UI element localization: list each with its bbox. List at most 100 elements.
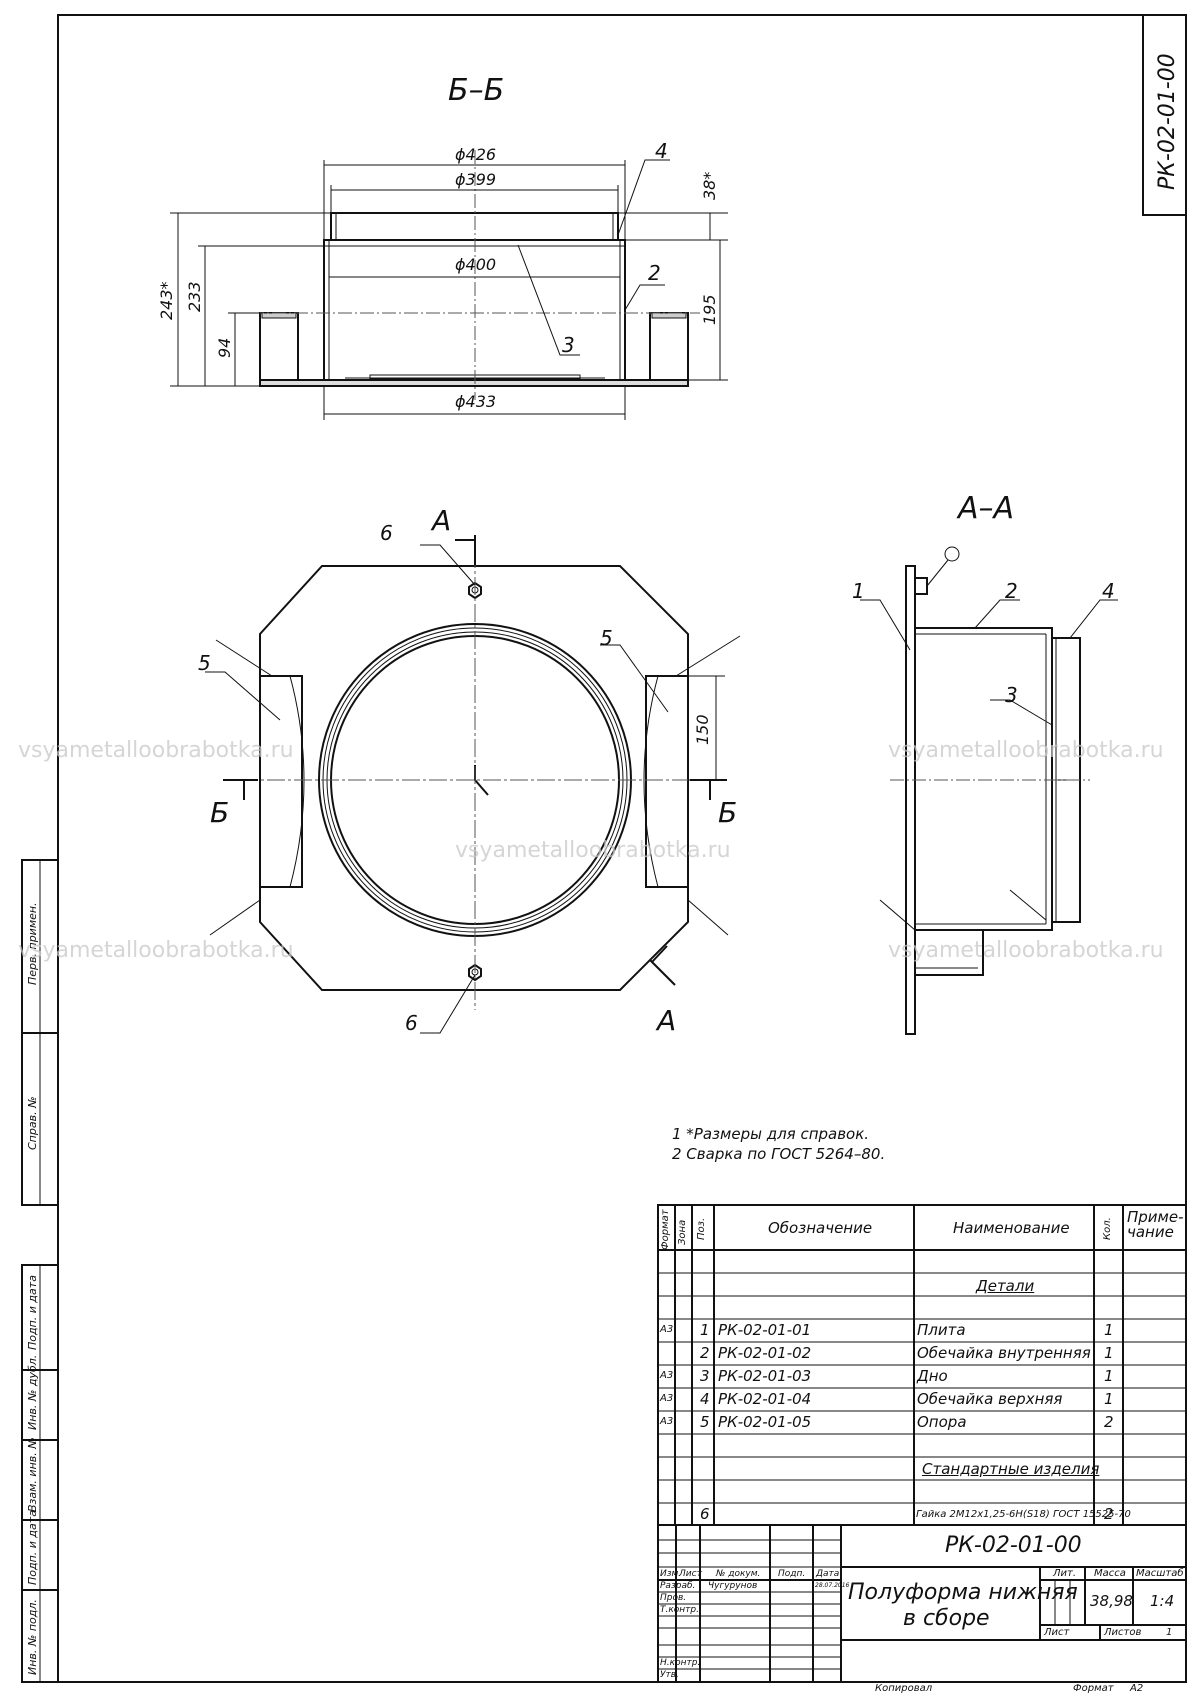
tb-label-masshtab: Масштаб — [1136, 1568, 1184, 1579]
tb-format-label: Формат — [1073, 1683, 1114, 1694]
spec-row-pos: 5 — [700, 1413, 710, 1431]
title-block-grid — [657, 1524, 1187, 1683]
tb-label-ndoc: № докум. — [716, 1569, 761, 1579]
spec-row-qty: 1 — [1104, 1344, 1114, 1362]
spec-row-name: Дно — [917, 1367, 948, 1385]
callout-aa-2: 2 — [1005, 579, 1018, 603]
section-aa-leaders — [860, 599, 1118, 931]
dim-h195: 195 — [700, 294, 719, 325]
watermark: vsyametalloobrabotka.ru — [18, 738, 294, 763]
callout-aa-3: 3 — [1005, 683, 1018, 707]
dim-d433: ϕ433 — [455, 392, 496, 411]
spec-row-name: Опора — [917, 1413, 967, 1431]
spec-row-designation: РК-02-01-03 — [718, 1367, 812, 1385]
spec-header-note: Приме- чание — [1127, 1208, 1184, 1241]
callout-aa-4: 4 — [1102, 579, 1115, 603]
plan-view-labels: А А Б Б 150 6 6 5 5 — [198, 504, 737, 1037]
strip-label-vzam: Взам. инв. № — [26, 1437, 39, 1512]
spec-header-pos: Поз. — [696, 1217, 707, 1240]
plan-view-centerlines — [240, 550, 710, 1010]
dim-d399: ϕ399 — [455, 170, 496, 189]
cut-b-left: Б — [210, 796, 229, 829]
note-2: 2 Сварка по ГОСТ 5264–80. — [672, 1145, 886, 1163]
tb-mass: 38,98 — [1090, 1592, 1133, 1610]
dim-h233: 233 — [185, 281, 204, 312]
corner-code: РК-02-01-00 — [1155, 53, 1180, 190]
tb-copied: Копировал — [875, 1683, 933, 1694]
cut-a-bottom: А — [655, 1004, 676, 1037]
spec-section-parts: Детали — [976, 1277, 1035, 1295]
section-bb-dimensions — [170, 159, 728, 420]
plan-view-leaders — [205, 544, 741, 1034]
strip-label-podl: Инв. № подл. — [26, 1599, 39, 1675]
spec-header-zone: Зона — [677, 1219, 688, 1245]
section-aa-labels: А–А 1 2 3 4 — [852, 491, 1115, 707]
spec-row-designation: РК-02-01-01 — [718, 1321, 812, 1339]
spec-row-name: Обечайка внутренняя — [917, 1344, 1091, 1362]
spec-standard-name: Гайка 2М12х1,25-6Н(S18) ГОСТ 15525-70 — [916, 1509, 1131, 1520]
dim-h243: 243* — [157, 281, 176, 320]
callout-bb-2: 2 — [648, 261, 661, 285]
title-block-title-1: Полуформа нижняя — [848, 1580, 1078, 1605]
spec-row-qty: 1 — [1104, 1321, 1114, 1339]
dim-d426: ϕ426 — [455, 145, 496, 164]
cut-b-right: Б — [718, 796, 737, 829]
left-strip — [21, 859, 59, 1683]
tb-label-izm: Изм. — [660, 1569, 682, 1579]
spec-row-designation: РК-02-01-02 — [718, 1344, 812, 1362]
strip-label-dubl: Инв. № дубл. — [26, 1355, 39, 1430]
left-strip-labels: Перв. примен. Справ. № Подп. и дата Инв.… — [26, 902, 39, 1675]
strip-label-perv: Перв. примен. — [26, 902, 39, 985]
dim-d400: ϕ400 — [455, 255, 496, 274]
dim-h38: 38* — [700, 172, 719, 200]
section-bb-title: Б–Б — [448, 73, 504, 108]
spec-header-qty: Кол. — [1102, 1217, 1113, 1240]
watermark: vsyametalloobrabotka.ru — [888, 938, 1164, 963]
tb-label-utv: Утв. — [660, 1670, 679, 1680]
callout-aa-1: 1 — [852, 579, 865, 603]
tb-author: Чугурунов — [708, 1581, 758, 1591]
callout-plan-5-right: 5 — [600, 626, 613, 650]
strip-label-podp1: Подп. и дата — [26, 1275, 39, 1350]
note-1: 1 *Размеры для справок. — [672, 1125, 870, 1143]
spec-standard-pos: 6 — [700, 1505, 710, 1523]
spec-row-qty: 2 — [1104, 1413, 1114, 1431]
dim-h94: 94 — [215, 338, 234, 358]
tb-label-razrab: Разраб. — [660, 1581, 696, 1591]
spec-row-qty: 1 — [1104, 1367, 1114, 1385]
spec-row-name: Плита — [917, 1321, 966, 1339]
corner-code-box — [1142, 14, 1187, 216]
spec-row-pos: 4 — [700, 1390, 710, 1408]
title-block-rows — [658, 1539, 1071, 1670]
spec-row-format: А3 — [660, 1324, 674, 1335]
spec-row-pos: 2 — [700, 1344, 710, 1362]
spec-row-pos: 1 — [700, 1321, 710, 1339]
spec-row-qty: 1 — [1104, 1390, 1114, 1408]
section-bb-centerlines — [250, 150, 700, 400]
title-block-title-2: в сборе — [903, 1606, 990, 1631]
callout-plan-5-left: 5 — [198, 651, 211, 675]
strip-label-podp2: Подп. и дата — [26, 1510, 39, 1585]
tb-format-value: А2 — [1130, 1683, 1144, 1694]
spec-row-name: Обечайка верхняя — [917, 1390, 1063, 1408]
spec-row-designation: РК-02-01-04 — [718, 1390, 812, 1408]
callout-bb-4: 4 — [655, 139, 668, 163]
strip-label-sprav: Справ. № — [26, 1096, 39, 1150]
spec-header-name: Наименование — [953, 1219, 1070, 1237]
plan-view — [259, 565, 689, 991]
tb-label-list: Лист — [679, 1569, 702, 1579]
tb-label-tkontr: Т.контр. — [660, 1605, 700, 1615]
spec-table-rows — [658, 1272, 1186, 1504]
spec-row-pos: 3 — [700, 1367, 710, 1385]
sheet-frame — [57, 14, 1187, 1683]
spec-row-format: А3 — [660, 1393, 674, 1404]
watermark: vsyametalloobrabotka.ru — [18, 938, 294, 963]
tb-date: 28.07.2016 — [815, 1582, 850, 1589]
spec-header-designation: Обозначение — [768, 1219, 873, 1237]
watermark: vsyametalloobrabotka.ru — [455, 838, 731, 863]
spec-section-standard: Стандартные изделия — [922, 1460, 1100, 1478]
section-bb-labels: Б–Б ϕ426 ϕ399 ϕ400 ϕ433 38* 195 243* 233… — [157, 73, 719, 411]
tb-label-lit: Лит. — [1053, 1568, 1077, 1579]
spec-row-format: А3 — [660, 1370, 674, 1381]
